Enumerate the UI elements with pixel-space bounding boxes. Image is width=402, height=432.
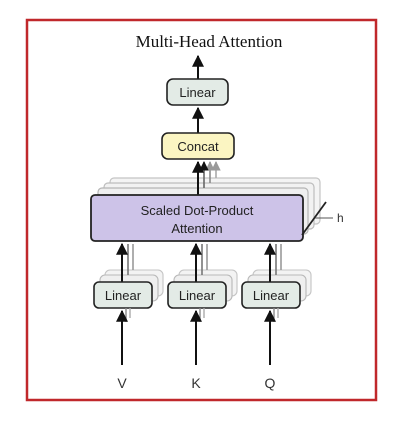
output-linear-label: Linear — [179, 85, 216, 100]
heads-bracket — [301, 201, 327, 236]
input-label-q: Q — [265, 375, 276, 391]
linear-group-q: Linear — [241, 242, 312, 365]
concat-label: Concat — [177, 139, 219, 154]
linear-box-q — [241, 281, 301, 309]
attention-label-line2: Attention — [171, 221, 222, 236]
input-label-v: V — [117, 375, 127, 391]
input-label-k: K — [191, 375, 201, 391]
diagram-title: Multi-Head Attention — [136, 32, 283, 51]
concat-box — [161, 132, 235, 160]
linear-group-k: Linear — [167, 242, 238, 365]
linear-box-v — [93, 281, 153, 309]
output-linear-box — [166, 78, 229, 106]
attention-label-line1: Scaled Dot-Product — [141, 203, 254, 218]
heads-label: h — [337, 211, 344, 225]
linear-label-q: Linear — [253, 288, 290, 303]
linear-label-k: Linear — [179, 288, 216, 303]
linear-label-v: Linear — [105, 288, 142, 303]
linear-group-v: Linear — [93, 242, 164, 365]
figure-frame — [25, 18, 378, 402]
linear-box-k — [167, 281, 227, 309]
scaled-dot-product-attention-box — [90, 194, 304, 242]
